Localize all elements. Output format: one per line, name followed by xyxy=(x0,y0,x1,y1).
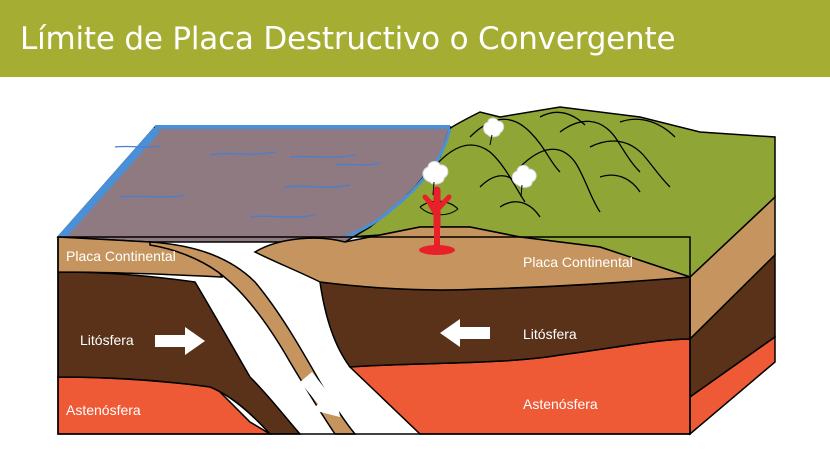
label-astenosfera-left: Astenósfera xyxy=(66,402,141,418)
crust-layer-right xyxy=(253,226,691,291)
label-placa-continental-left: Placa Continental xyxy=(66,248,176,264)
plume-icon xyxy=(511,164,537,188)
diagram-svg: Placa Continental Placa Continental Litó… xyxy=(56,106,776,436)
mountain-ridges xyxy=(429,111,676,218)
label-litosfera-left: Litósfera xyxy=(80,332,134,348)
block-side-face xyxy=(689,195,776,436)
arrow-left-icon xyxy=(440,319,490,347)
front-face xyxy=(57,226,691,435)
page-title: Límite de Placa Destructivo o Convergent… xyxy=(20,20,676,57)
label-placa-continental-right: Placa Continental xyxy=(523,254,633,270)
arrow-right-icon xyxy=(155,327,205,355)
convergent-boundary-diagram: Placa Continental Placa Continental Litó… xyxy=(0,77,830,457)
arrow-down-right-icon xyxy=(300,372,340,417)
lithosphere-layer-left xyxy=(57,271,302,435)
ocean-plate xyxy=(56,125,452,243)
volcanic-plumes xyxy=(422,117,537,188)
magma-conduit xyxy=(419,186,459,255)
motion-arrows xyxy=(155,319,490,417)
label-astenosfera-right: Astenósfera xyxy=(523,396,598,412)
label-litosfera-right: Litósfera xyxy=(523,326,577,342)
plume-icon xyxy=(422,160,449,185)
title-bar: Límite de Placa Destructivo o Convergent… xyxy=(0,0,830,77)
plume-icon xyxy=(483,117,505,138)
